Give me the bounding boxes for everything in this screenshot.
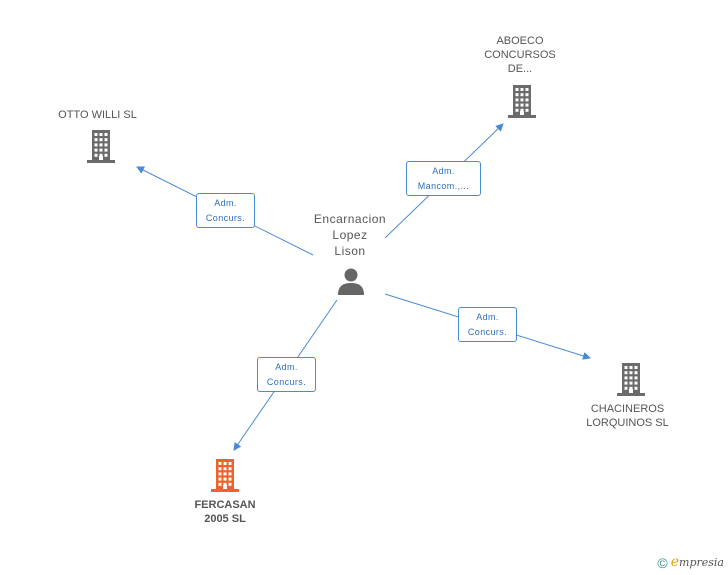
company-name-chacineros[interactable]: CHACINEROS LORQUINOS SL	[586, 403, 669, 429]
relation-role: Adm.	[275, 362, 298, 372]
copyright-symbol: ©	[657, 555, 668, 571]
relation-detail: Concurs.	[467, 327, 508, 337]
company-name-fercasan[interactable]: FERCASAN 2005 SL	[194, 499, 256, 525]
relation-label-otto[interactable]: Adm. Concurs.	[196, 193, 255, 228]
relation-role: Adm.	[476, 312, 499, 322]
building-icon[interactable]	[505, 84, 539, 118]
relation-label-aboeco[interactable]: Adm. Mancom.,...	[406, 161, 481, 196]
relation-role: Adm.	[214, 198, 237, 208]
relation-detail: Concurs.	[205, 213, 246, 223]
relation-role: Adm.	[432, 166, 455, 176]
brand-logo: empresia	[670, 553, 724, 570]
brand-footer: © empresia	[657, 554, 724, 571]
building-icon[interactable]	[208, 458, 242, 492]
person-name[interactable]: Encarnacion Lopez Lison	[313, 212, 387, 258]
person-icon[interactable]	[336, 266, 366, 296]
building-icon[interactable]	[614, 362, 648, 396]
relation-label-chacineros[interactable]: Adm. Concurs.	[458, 307, 517, 342]
company-name-otto[interactable]: OTTO WILLI SL	[58, 109, 137, 121]
company-name-aboeco[interactable]: ABOECO CONCURSOS DE...	[484, 35, 556, 75]
relation-detail: Concurs.	[266, 377, 307, 387]
relation-label-fercasan[interactable]: Adm. Concurs.	[257, 357, 316, 392]
building-icon[interactable]	[84, 129, 118, 163]
relation-detail: Mancom.,...	[417, 181, 470, 191]
